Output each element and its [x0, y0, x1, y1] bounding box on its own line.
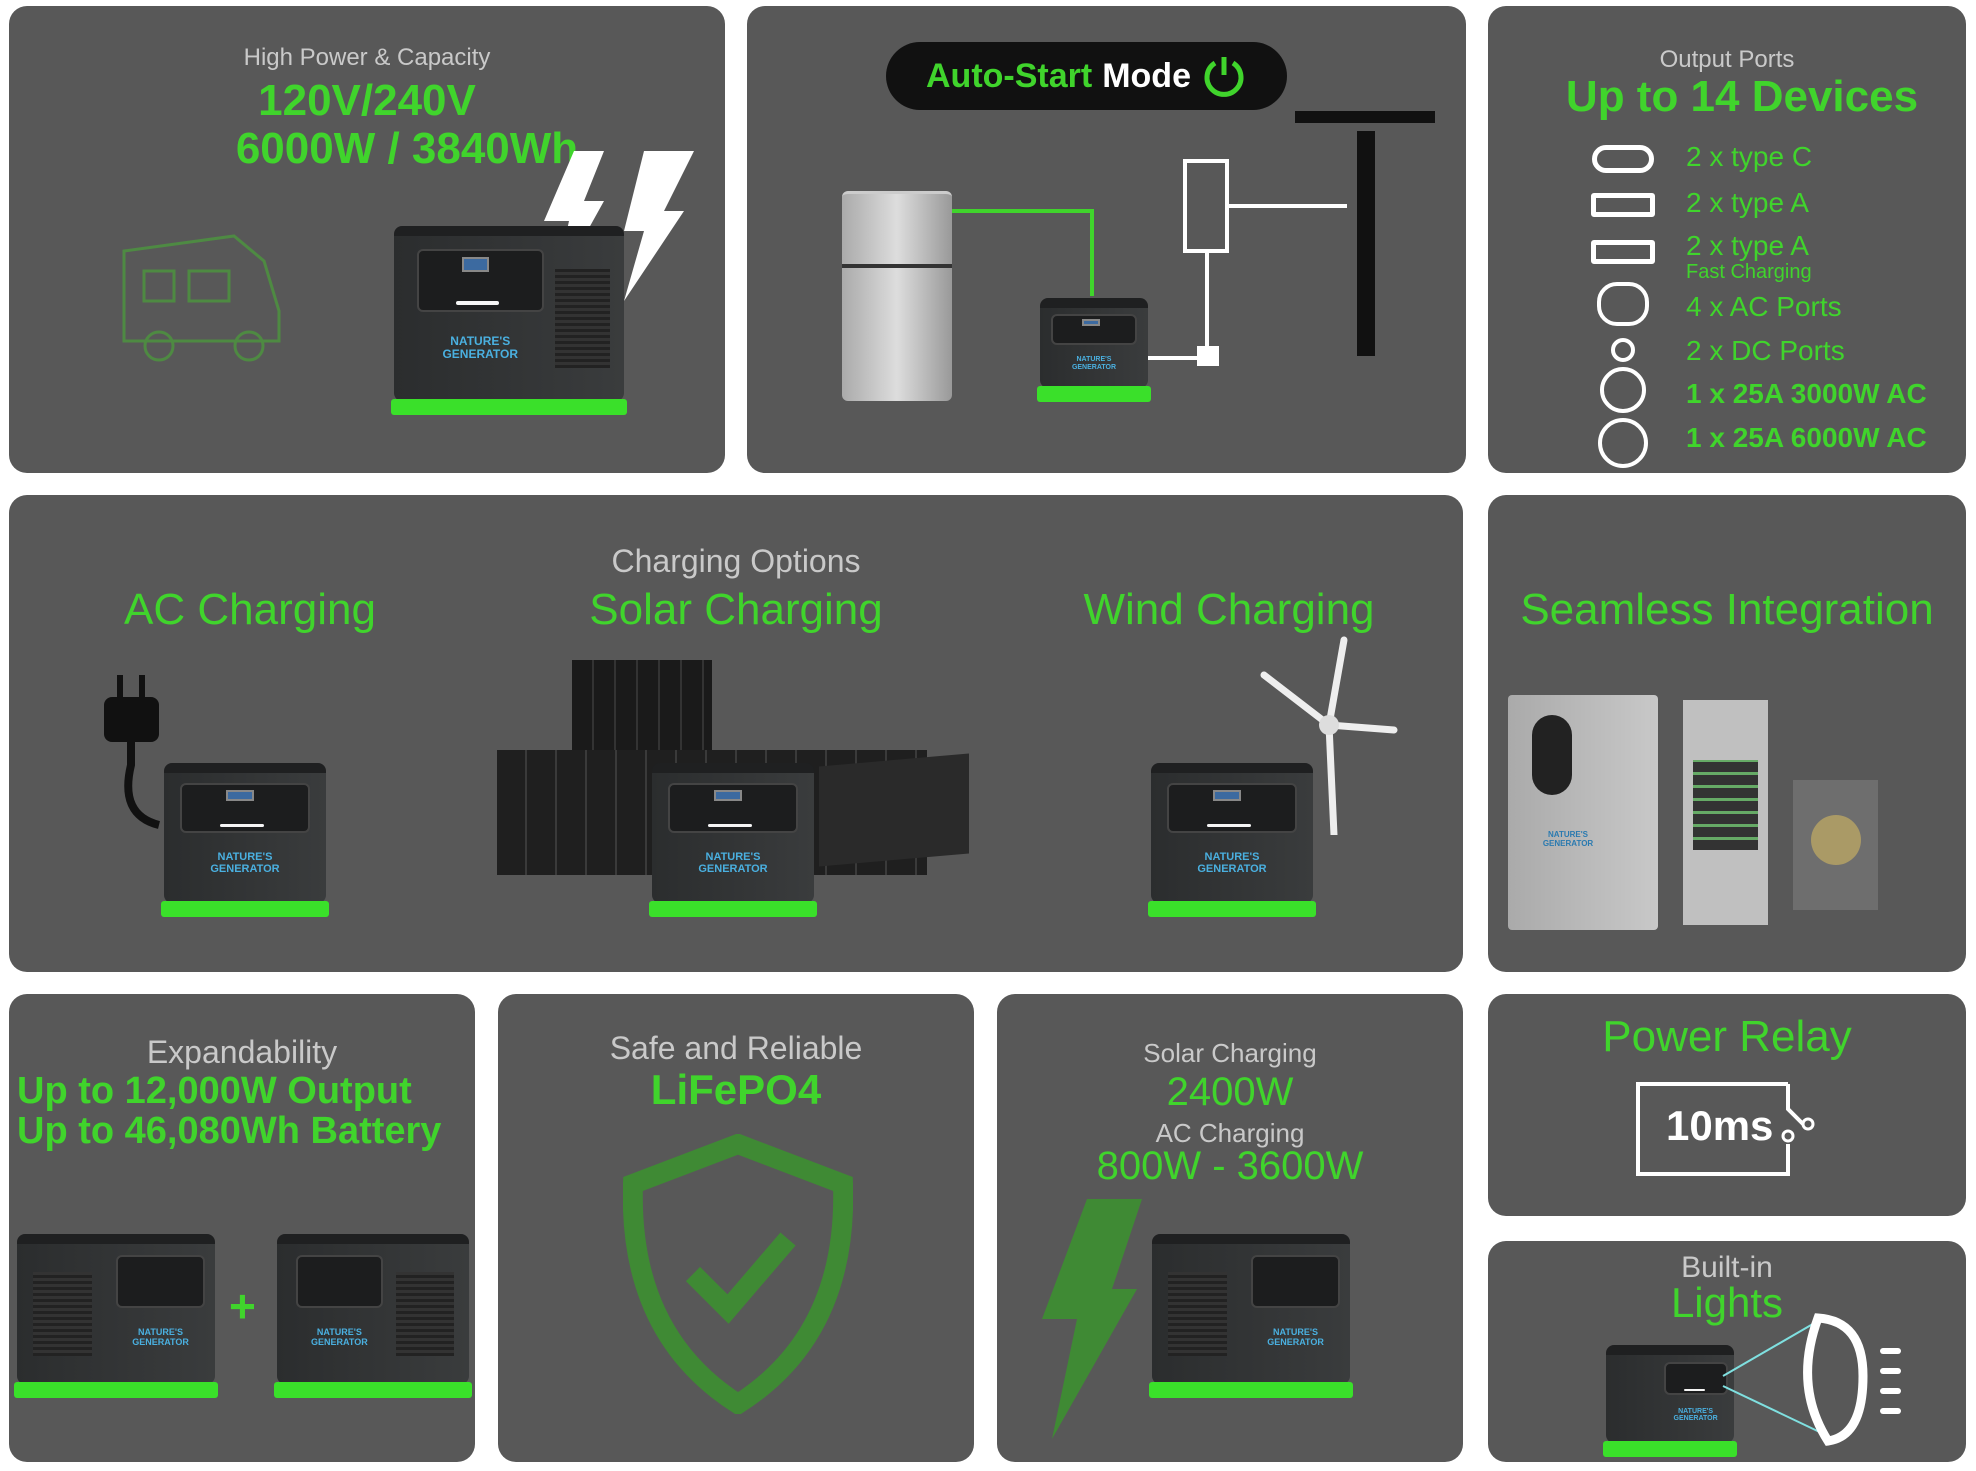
relay-title: Power Relay — [1602, 1012, 1852, 1061]
transfer-switch-image: NATURE'S GENERATOR — [1508, 695, 1658, 930]
brand-logo: NATURE'S GENERATOR — [698, 851, 768, 876]
brand-logo: NATURE'S GENERATOR — [1542, 830, 1594, 848]
breaker-panel-image — [1683, 700, 1768, 925]
expand-battery: Up to 46,080Wh Battery — [17, 1110, 442, 1152]
relay-icon — [1636, 1082, 1815, 1176]
generator-image: NATURE'S GENERATOR — [1603, 1345, 1737, 1457]
relay-time: 10ms — [1666, 1102, 1774, 1149]
expand-output: Up to 12,000W Output — [17, 1070, 412, 1112]
generator-image: NATURE'S GENERATOR — [1149, 1234, 1353, 1398]
usb-a-icon — [1590, 232, 1656, 272]
port-item: 1 x 25A 3000W AC — [1686, 378, 1927, 409]
wind-turbine-image — [1260, 636, 1398, 835]
headlight-icon — [1722, 1313, 1901, 1446]
generator-image: NATURE'S GENERATOR — [1037, 298, 1151, 402]
charging-speed-panel: Solar Charging 2400W AC Charging 800W - … — [997, 994, 1463, 1462]
fridge-image — [842, 191, 952, 401]
generator-image: NATURE'S GENERATOR — [391, 226, 627, 415]
wiring-diagram — [952, 111, 1435, 366]
ac-speed-value: 800W - 3600W — [1096, 1144, 1364, 1188]
mode-label: Mode — [1102, 56, 1191, 95]
port-item: 2 x type C — [1686, 141, 1813, 172]
plus-sign: + — [229, 1280, 256, 1332]
ac-charging-title: AC Charging — [124, 585, 376, 634]
rv-icon — [122, 234, 281, 362]
brand-logo: NATURE'S GENERATOR — [442, 334, 519, 362]
brand-logo: NATURE'S GENERATOR — [1197, 851, 1267, 876]
solar-panel-image — [819, 753, 969, 867]
solar-speed-label: Solar Charging — [1143, 1038, 1317, 1068]
tt30-outlet-icon — [1590, 367, 1656, 413]
generator-image: NATURE'S GENERATOR — [14, 1234, 218, 1398]
output-subtitle: Output Ports — [1659, 46, 1795, 73]
output-title: Up to 14 Devices — [1565, 72, 1919, 121]
generator-image: NATURE'S GENERATOR — [161, 763, 329, 917]
wind-charging-title: Wind Charging — [1083, 585, 1375, 634]
power-relay-panel: Power Relay 10ms — [1488, 994, 1966, 1216]
lights-subtitle: Built-in — [1681, 1251, 1773, 1284]
integration-panel: Seamless Integration NATURE'S GENERATOR — [1488, 495, 1966, 972]
autostart-panel: Auto-Start Mode NATURE'S GENERATOR — [747, 6, 1466, 473]
usb-c-icon — [1590, 139, 1656, 179]
brand-logo: NATURE'S GENERATOR — [1673, 1407, 1718, 1423]
brand-logo: NATURE'S GENERATOR — [210, 851, 280, 876]
capacity-power: 6000W / 3840Wh — [235, 124, 579, 173]
capacity-voltage: 120V/240V — [258, 76, 476, 125]
capacity-panel: High Power & Capacity 120V/240V 6000W / … — [9, 6, 725, 473]
autostart-label: Auto-Start — [926, 56, 1093, 95]
charging-subtitle: Charging Options — [611, 543, 861, 579]
l14-30-outlet-icon — [1590, 418, 1656, 468]
ac-speed-label: AC Charging — [1155, 1118, 1305, 1148]
ac-plug-icon — [104, 675, 161, 829]
expandability-panel: Expandability Up to 12,000W Output Up to… — [9, 994, 475, 1462]
inlet-box-image — [1793, 780, 1878, 910]
brand-logo: NATURE'S GENERATOR — [311, 1327, 368, 1347]
safety-panel: Safe and Reliable LiFePO4 — [498, 994, 974, 1462]
port-item: 4 x AC Ports — [1686, 291, 1842, 322]
dc-port-icon — [1590, 330, 1656, 370]
generator-image: NATURE'S GENERATOR — [1148, 763, 1316, 917]
output-ports-panel: Output Ports — [1488, 6, 1966, 473]
safety-subtitle: Safe and Reliable — [609, 1030, 863, 1066]
capacity-subtitle: High Power & Capacity — [243, 44, 491, 71]
port-item-note: Fast Charging — [1686, 261, 1812, 283]
lights-title: Lights — [1670, 1279, 1784, 1326]
brand-logo: NATURE'S GENERATOR — [1071, 356, 1117, 371]
port-item: 1 x 25A 6000W AC — [1686, 422, 1927, 453]
port-item: 2 x type A — [1686, 187, 1809, 218]
brand-logo: NATURE'S GENERATOR — [132, 1327, 189, 1347]
shield-check-icon — [623, 1134, 853, 1414]
brand-logo: NATURE'S GENERATOR — [1267, 1327, 1324, 1347]
generator-image: NATURE'S GENERATOR — [649, 763, 817, 917]
lightning-icon — [544, 151, 694, 301]
expand-subtitle: Expandability — [146, 1034, 338, 1070]
generator-image: NATURE'S GENERATOR — [274, 1234, 472, 1398]
lightning-icon — [1042, 1199, 1142, 1439]
usb-a-icon — [1590, 185, 1656, 225]
port-item: 2 x DC Ports — [1686, 335, 1845, 366]
safety-title: LiFePO4 — [650, 1066, 822, 1113]
autostart-badge: Auto-Start Mode — [886, 42, 1287, 110]
ac-outlet-icon — [1590, 282, 1656, 326]
solar-speed-value: 2400W — [1166, 1070, 1294, 1114]
port-item: 2 x type A — [1686, 230, 1809, 261]
power-icon — [1204, 57, 1244, 97]
charging-options-panel: Charging Options AC Charging Solar Charg… — [9, 495, 1463, 972]
solar-charging-title: Solar Charging — [589, 585, 883, 634]
lights-panel: Built-in Lights NATURE'S GENERATOR — [1488, 1241, 1966, 1462]
integration-title: Seamless Integration — [1520, 585, 1934, 634]
